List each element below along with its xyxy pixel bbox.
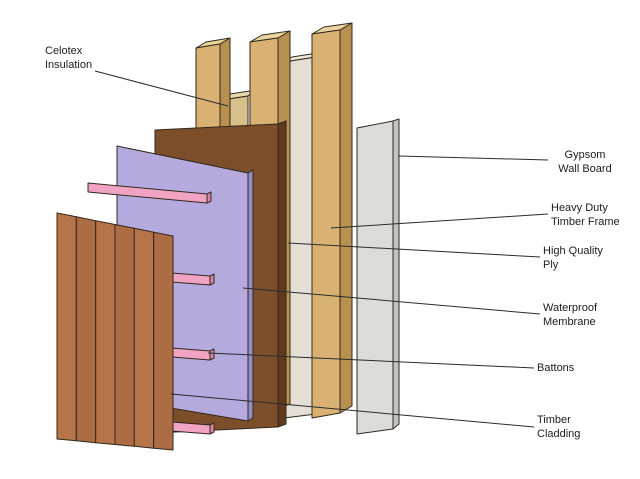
label-gypsum-wall-board: Gypsom Wall Board xyxy=(553,148,617,177)
label-cladding-line2: Cladding xyxy=(537,428,581,441)
batten-1-end xyxy=(206,191,212,204)
label-ply-line1: High Quality xyxy=(543,245,603,257)
label-waterproof-membrane: Waterproof Membrane xyxy=(543,301,597,330)
leader-celotex xyxy=(94,70,229,107)
leader-frame xyxy=(330,213,549,229)
label-ply-line2: Ply xyxy=(543,259,559,272)
timber-stud-1 xyxy=(195,37,231,139)
leader-cladding xyxy=(170,393,535,428)
batten-4-end xyxy=(209,422,215,435)
label-battons: Battons xyxy=(537,361,574,375)
cladding-plank-4 xyxy=(114,224,135,447)
leader-membrane xyxy=(242,287,541,315)
label-celotex-line1: Celotex xyxy=(45,45,83,57)
stud1-front-face xyxy=(195,43,221,139)
label-timber-frame: Heavy Duty Timber Frame xyxy=(551,201,620,230)
label-timber-cladding: Timber Cladding xyxy=(537,413,580,442)
cladding-plank-2 xyxy=(75,216,97,444)
cladding-plank-1 xyxy=(56,212,77,442)
leader-gypsum xyxy=(397,155,549,161)
label-cladding-line1: Timber xyxy=(537,414,571,426)
gypsum-side-face xyxy=(392,118,400,430)
label-frame-line1: Heavy Duty xyxy=(551,202,608,214)
label-membrane-line1: Waterproof xyxy=(543,302,598,314)
leader-ply xyxy=(287,242,541,258)
gypsum-wall-board xyxy=(356,118,400,435)
cladding-plank-6 xyxy=(153,231,174,451)
label-membrane-line2: Membrane xyxy=(543,316,596,329)
stud1-side-face xyxy=(219,37,231,135)
gypsum-front-face xyxy=(356,120,394,435)
label-battons-line1: Battons xyxy=(537,362,575,374)
ply-side-face xyxy=(277,120,287,428)
membrane-side-face xyxy=(247,169,254,422)
label-frame-line2: Timber Frame xyxy=(551,216,620,229)
stud3-front-face xyxy=(311,29,341,419)
timber-stud-3 xyxy=(311,22,353,419)
batten-2-end xyxy=(209,273,215,286)
label-gypsum-line2: Wall Board xyxy=(558,163,612,176)
leader-lines xyxy=(94,70,549,428)
cladding-plank-5 xyxy=(133,227,155,449)
cladding-plank-3 xyxy=(95,220,116,445)
label-gypsum-line1: Gypsom xyxy=(564,149,606,161)
label-high-quality-ply: High Quality Ply xyxy=(543,244,603,273)
label-celotex-insulation: Celotex Insulation xyxy=(45,44,92,73)
timber-cladding xyxy=(56,212,174,451)
stud3-side-face xyxy=(339,22,353,414)
label-celotex-line2: Insulation xyxy=(45,59,93,72)
leader-battons xyxy=(207,352,535,369)
batten-3-end xyxy=(209,348,215,361)
